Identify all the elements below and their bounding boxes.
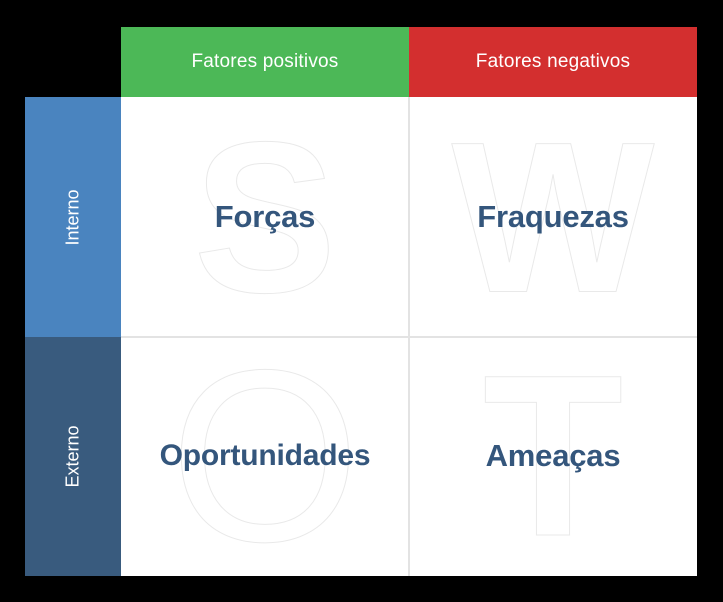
- row-header-external: Externo: [25, 337, 121, 576]
- quadrant-strengths[interactable]: S Forças: [121, 97, 409, 337]
- grid-divider-horizontal: [121, 336, 697, 338]
- quadrant-label-opportunities: Oportunidades: [159, 439, 371, 472]
- row-header-external-label: Externo: [62, 425, 83, 488]
- column-header-negative-factors: Fatores negativos: [409, 27, 697, 97]
- column-header-negative-label: Fatores negativos: [475, 51, 631, 72]
- column-header-positive-label: Fatores positivos: [191, 51, 339, 72]
- row-header-internal: Interno: [25, 97, 121, 337]
- quadrant-label-weaknesses: Fraquezas: [477, 199, 629, 234]
- quadrant-weaknesses[interactable]: W Fraquezas: [409, 97, 697, 337]
- quadrant-label-strengths: Forças: [214, 199, 316, 234]
- quadrant-label-threats: Ameaças: [485, 438, 621, 473]
- row-header-internal-label: Interno: [62, 188, 83, 246]
- quadrant-opportunities[interactable]: O Oportunidades: [121, 336, 409, 576]
- column-header-positive-factors: Fatores positivos: [121, 27, 409, 97]
- quadrant-threats[interactable]: T Ameaças: [409, 336, 697, 576]
- matrix-grid: S Forças W Fraquezas O Oportunidades T A…: [121, 97, 697, 576]
